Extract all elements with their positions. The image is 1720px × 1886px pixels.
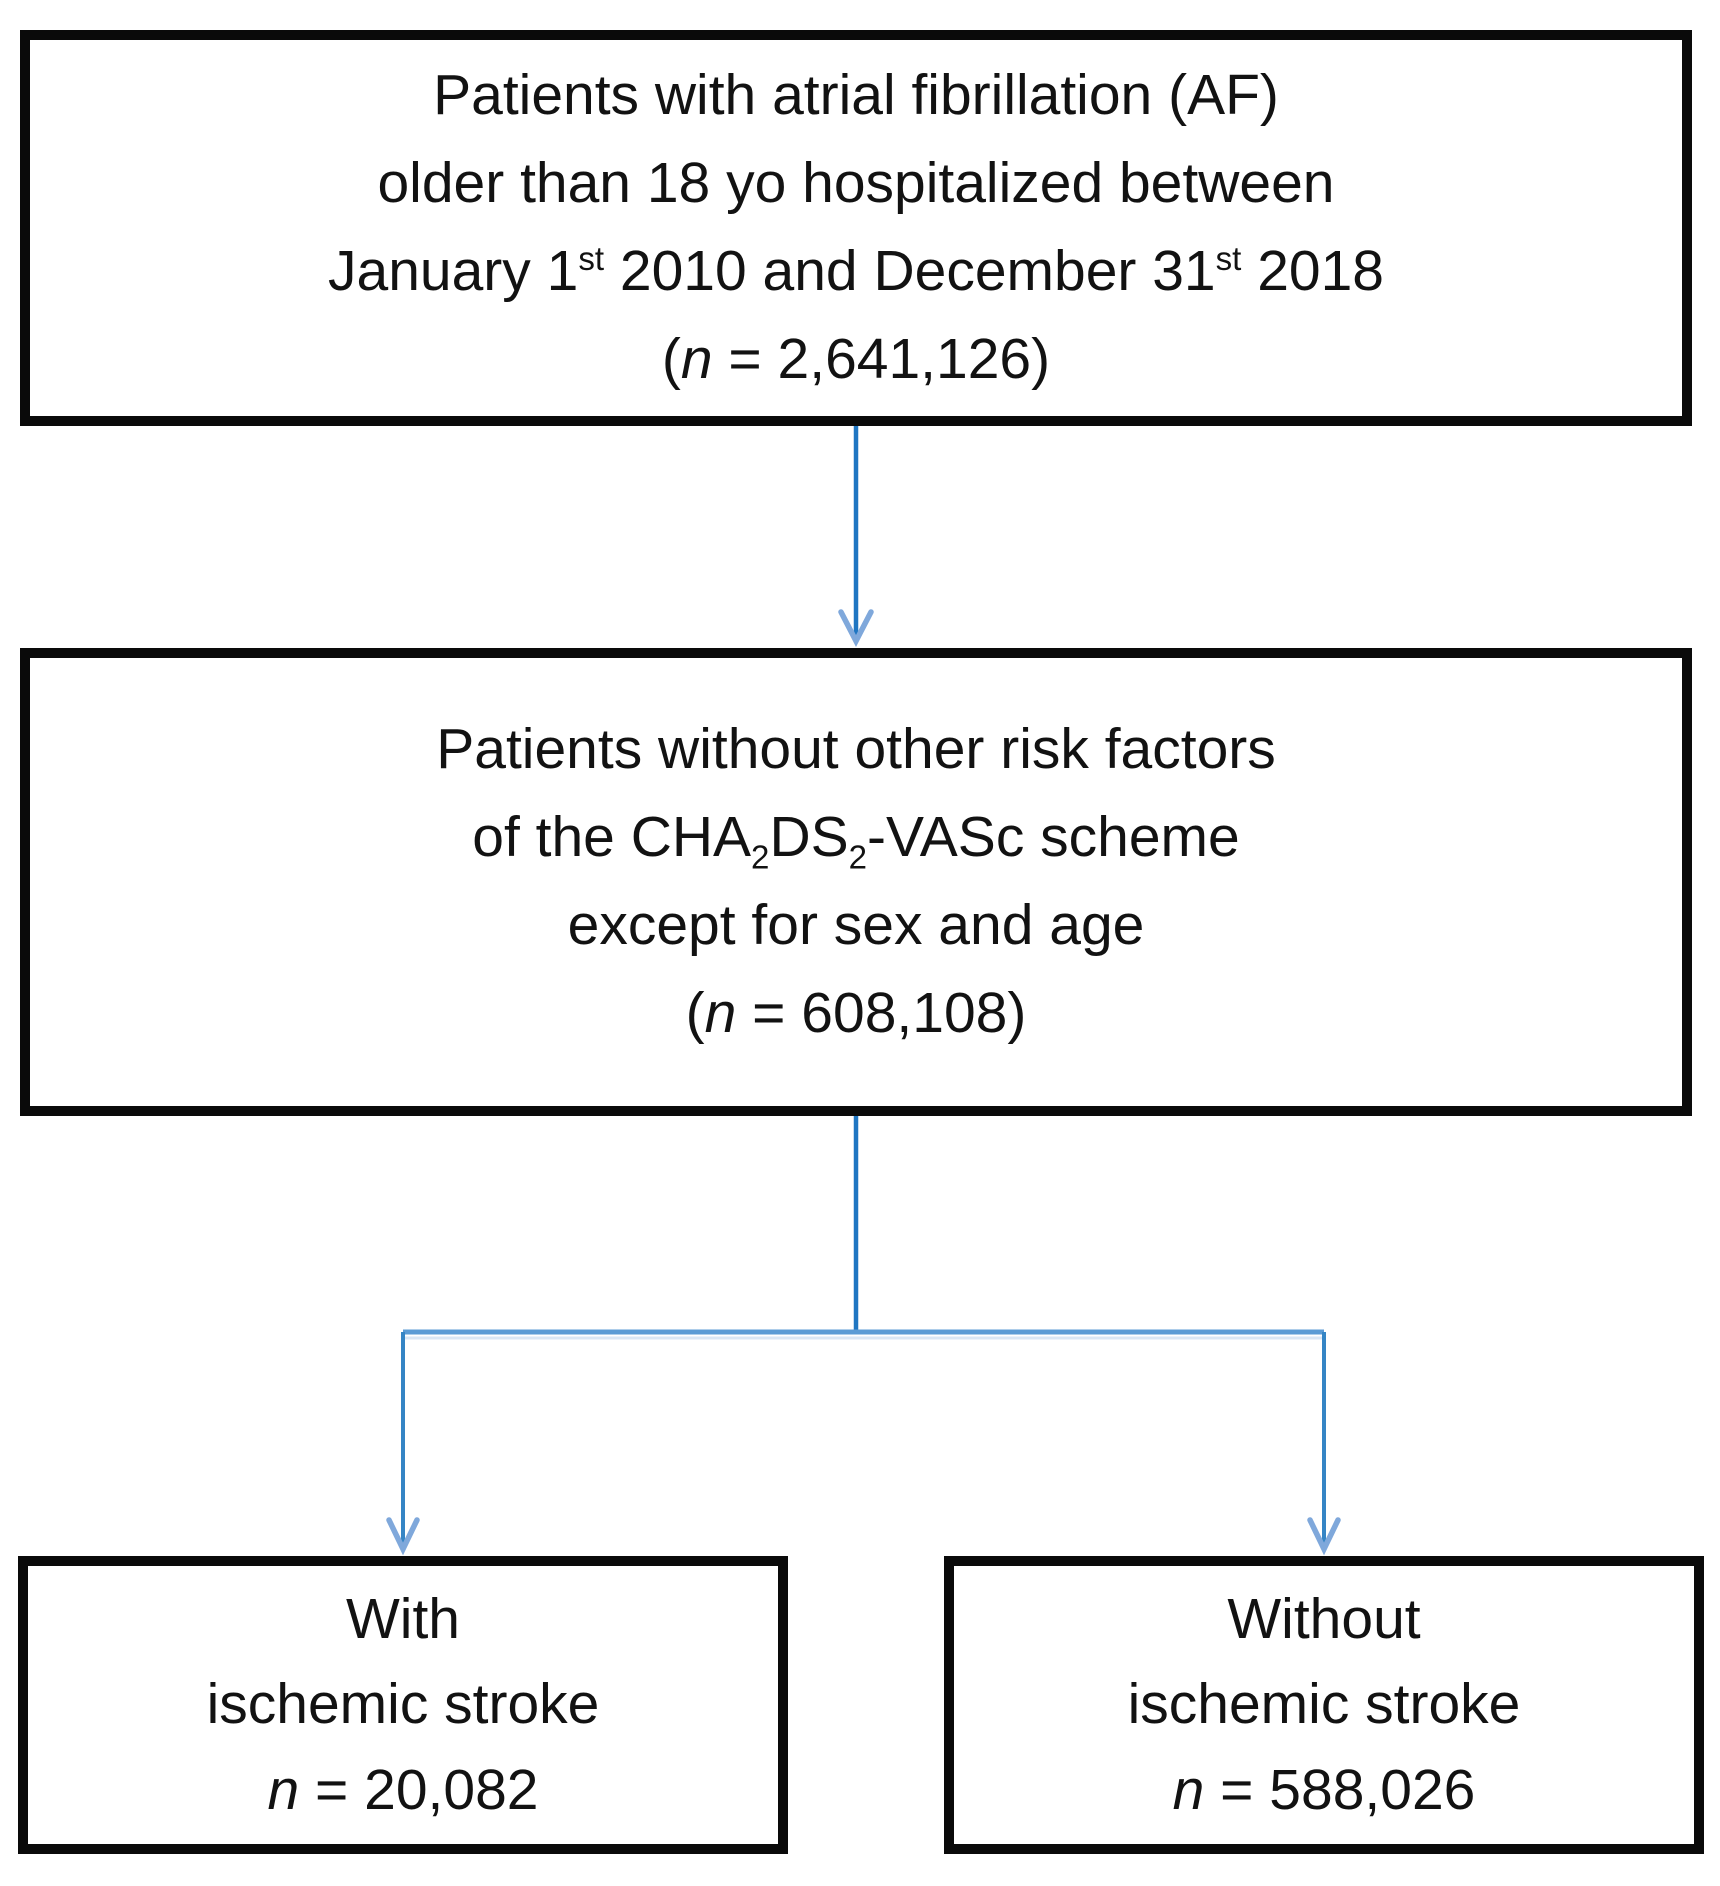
text-segment: ischemic stroke — [1127, 1672, 1521, 1737]
text-segment: = 608,108) — [736, 980, 1027, 1045]
text-segment: Without — [1227, 1586, 1421, 1651]
text-segment: n — [704, 980, 737, 1045]
text-segment: = 2,641,126) — [712, 326, 1051, 391]
arrowhead-branch-right-icon — [1307, 1517, 1341, 1556]
text-segment: except for sex and age — [567, 893, 1145, 957]
text-line: n = 588,026 — [1173, 1748, 1476, 1834]
text-line: January 1st 2010 and December 31st 2018 — [328, 228, 1384, 316]
box-without-ischemic-stroke: Without ischemic stroke n = 588,026 — [944, 1556, 1704, 1854]
text-segment: ischemic stroke — [206, 1672, 600, 1737]
text-segment: older than 18 yo hospitalized between — [377, 151, 1335, 216]
text-segment: ( — [661, 326, 681, 391]
text-segment: = 588,026 — [1204, 1757, 1476, 1822]
text-segment: -VASc scheme — [867, 805, 1240, 870]
text-segment: January 1 — [328, 239, 579, 303]
text-line: Without — [1227, 1577, 1420, 1663]
text-line: Patients without other risk factors — [436, 706, 1276, 794]
text-segment: n — [1172, 1757, 1205, 1822]
text-segment: = 20,082 — [299, 1757, 539, 1822]
text-segment: 2010 and December 31 — [604, 239, 1216, 303]
text-segment: Patients with atrial fibrillation (AF) — [433, 63, 1279, 128]
text-line: except for sex and age — [568, 882, 1145, 970]
text-line: n = 20,082 — [267, 1748, 538, 1834]
text-segment: Patients without other risk factors — [436, 717, 1276, 782]
text-line: (n = 608,108) — [686, 970, 1027, 1058]
text-line: ischemic stroke — [207, 1662, 600, 1748]
text-segment: ( — [685, 980, 705, 1045]
text-segment: of the CHA — [472, 805, 752, 870]
text-segment: st — [1215, 241, 1242, 278]
text-line: With — [346, 1577, 460, 1663]
arrowhead-branch-left-icon — [386, 1517, 420, 1556]
text-segment: 2018 — [1241, 239, 1384, 303]
text-line: ischemic stroke — [1128, 1662, 1521, 1748]
text-segment: 2 — [751, 839, 770, 877]
text-segment: n — [680, 326, 713, 391]
text-segment: st — [578, 241, 605, 278]
box-no-other-risk-factors: Patients without other risk factors of th… — [20, 648, 1692, 1116]
arrowhead-top-to-mid-icon — [838, 609, 874, 647]
text-segment: n — [267, 1757, 300, 1822]
text-line: Patients with atrial fibrillation (AF) — [433, 52, 1279, 140]
text-line: (n = 2,641,126) — [662, 316, 1050, 404]
text-line: older than 18 yo hospitalized between — [377, 140, 1334, 228]
text-segment: With — [346, 1586, 460, 1651]
text-line: of the CHA2DS2-VASc scheme — [472, 794, 1240, 882]
text-segment: 2 — [848, 839, 868, 877]
text-segment: DS — [769, 805, 849, 870]
box-with-ischemic-stroke: With ischemic stroke n = 20,082 — [18, 1556, 788, 1854]
box-af-population: Patients with atrial fibrillation (AF) ol… — [20, 30, 1692, 426]
